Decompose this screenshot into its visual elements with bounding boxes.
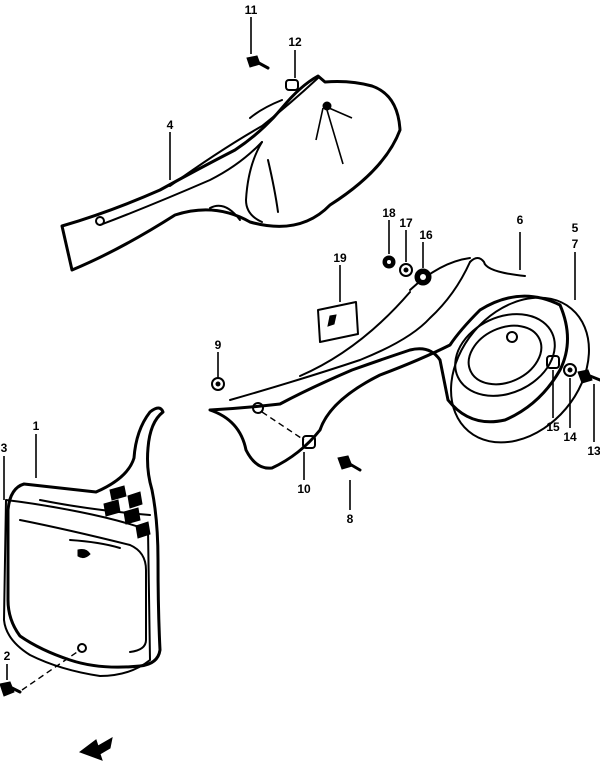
callout-part-14: 14 [563, 430, 577, 444]
callout-part-12: 12 [288, 35, 302, 49]
callout-part-18: 18 [382, 206, 396, 220]
callout-part-13: 13 [587, 444, 600, 458]
part-5-7-edge-trim[interactable] [423, 270, 600, 470]
part-8-bolt[interactable] [337, 455, 362, 472]
part-9-washer[interactable] [211, 377, 225, 391]
callout-part-9: 9 [215, 338, 222, 352]
part-18-grommet[interactable] [382, 255, 396, 269]
callout-part-17: 17 [399, 216, 413, 230]
part-14-washer[interactable] [563, 363, 577, 377]
assembly-line-part-10 [261, 411, 305, 441]
part-3-seal[interactable] [3, 499, 151, 677]
callout-part-3: 3 [1, 441, 8, 455]
part-6-fairing[interactable] [208, 257, 569, 470]
callout-part-6: 6 [517, 213, 524, 227]
callout-part-7: 7 [572, 237, 579, 251]
part-19-label[interactable] [317, 301, 359, 343]
callout-part-15: 15 [546, 420, 560, 434]
part-2-screw[interactable] [0, 681, 22, 697]
part-11-bolt[interactable] [246, 55, 270, 70]
callout-part-4: 4 [167, 118, 174, 132]
callout-part-1: 1 [33, 419, 40, 433]
part-15-collar[interactable] [546, 355, 560, 369]
part-4-fairing[interactable] [60, 74, 402, 272]
callout-part-2: 2 [4, 649, 11, 663]
callout-part-10: 10 [297, 482, 311, 496]
front-direction-arrow-icon [78, 737, 113, 761]
part-16-nut[interactable] [414, 268, 432, 286]
assembly-line-part-2 [21, 649, 81, 691]
part-13-bolt[interactable] [577, 369, 600, 384]
part-1-number-plate[interactable] [6, 406, 165, 669]
callout-part-19: 19 [333, 251, 347, 265]
callout-part-8: 8 [347, 512, 354, 526]
part-17-washer[interactable] [399, 263, 413, 277]
callout-part-16: 16 [419, 228, 433, 242]
part-10-collar[interactable] [302, 435, 316, 449]
callout-part-11: 11 [245, 3, 258, 17]
callout-part-5: 5 [572, 221, 579, 235]
part-12-collar[interactable] [285, 79, 299, 91]
